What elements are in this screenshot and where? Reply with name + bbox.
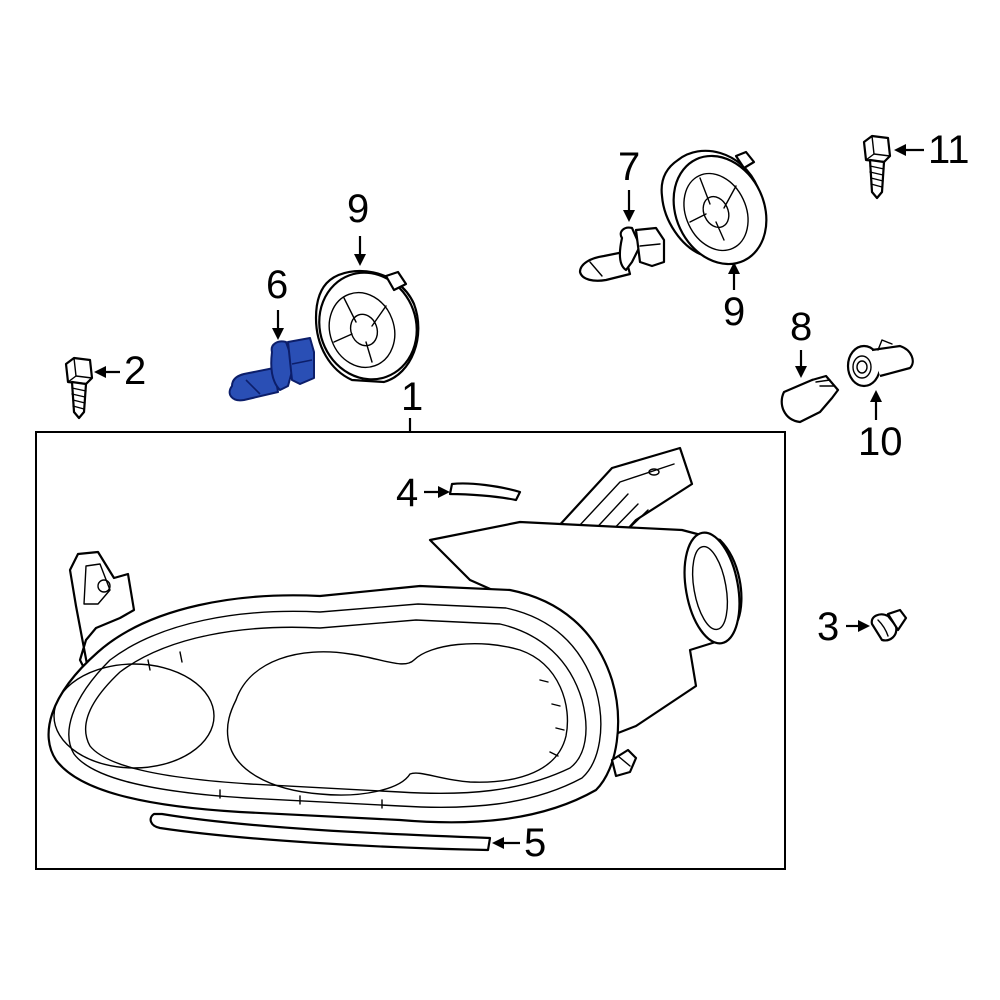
callout-4[interactable]: 4 [396,471,418,515]
bulb-part-7[interactable] [578,226,666,282]
cap-part-9-left[interactable] [304,259,431,393]
cap-part-9-right[interactable] [656,141,783,280]
callout-1[interactable]: 1 [401,375,423,419]
callout-10[interactable]: 10 [858,420,903,464]
lens-strip-part-4[interactable] [448,482,522,502]
screw-part-2[interactable] [64,356,94,420]
socket-part-10[interactable] [846,339,914,388]
callout-2[interactable]: 2 [124,349,146,393]
leader-arrows [94,144,924,849]
screw-part-11[interactable] [862,134,892,200]
bulb-part-8[interactable] [780,374,840,424]
headlamp-assembly-part-1[interactable] [47,446,748,824]
callout-9-right[interactable]: 9 [723,290,745,334]
callout-9-left[interactable]: 9 [347,187,369,231]
callout-11[interactable]: 11 [928,128,970,172]
callout-8[interactable]: 8 [790,305,812,349]
bulb-part-6-highlighted[interactable] [228,337,315,402]
callout-6[interactable]: 6 [266,263,288,307]
callout-3[interactable]: 3 [817,605,839,649]
trim-strip-part-5[interactable] [149,812,492,852]
callout-7[interactable]: 7 [618,145,640,189]
clip-part-3[interactable] [870,608,908,642]
callout-5[interactable]: 5 [524,821,546,865]
assembly-frame [35,431,786,870]
